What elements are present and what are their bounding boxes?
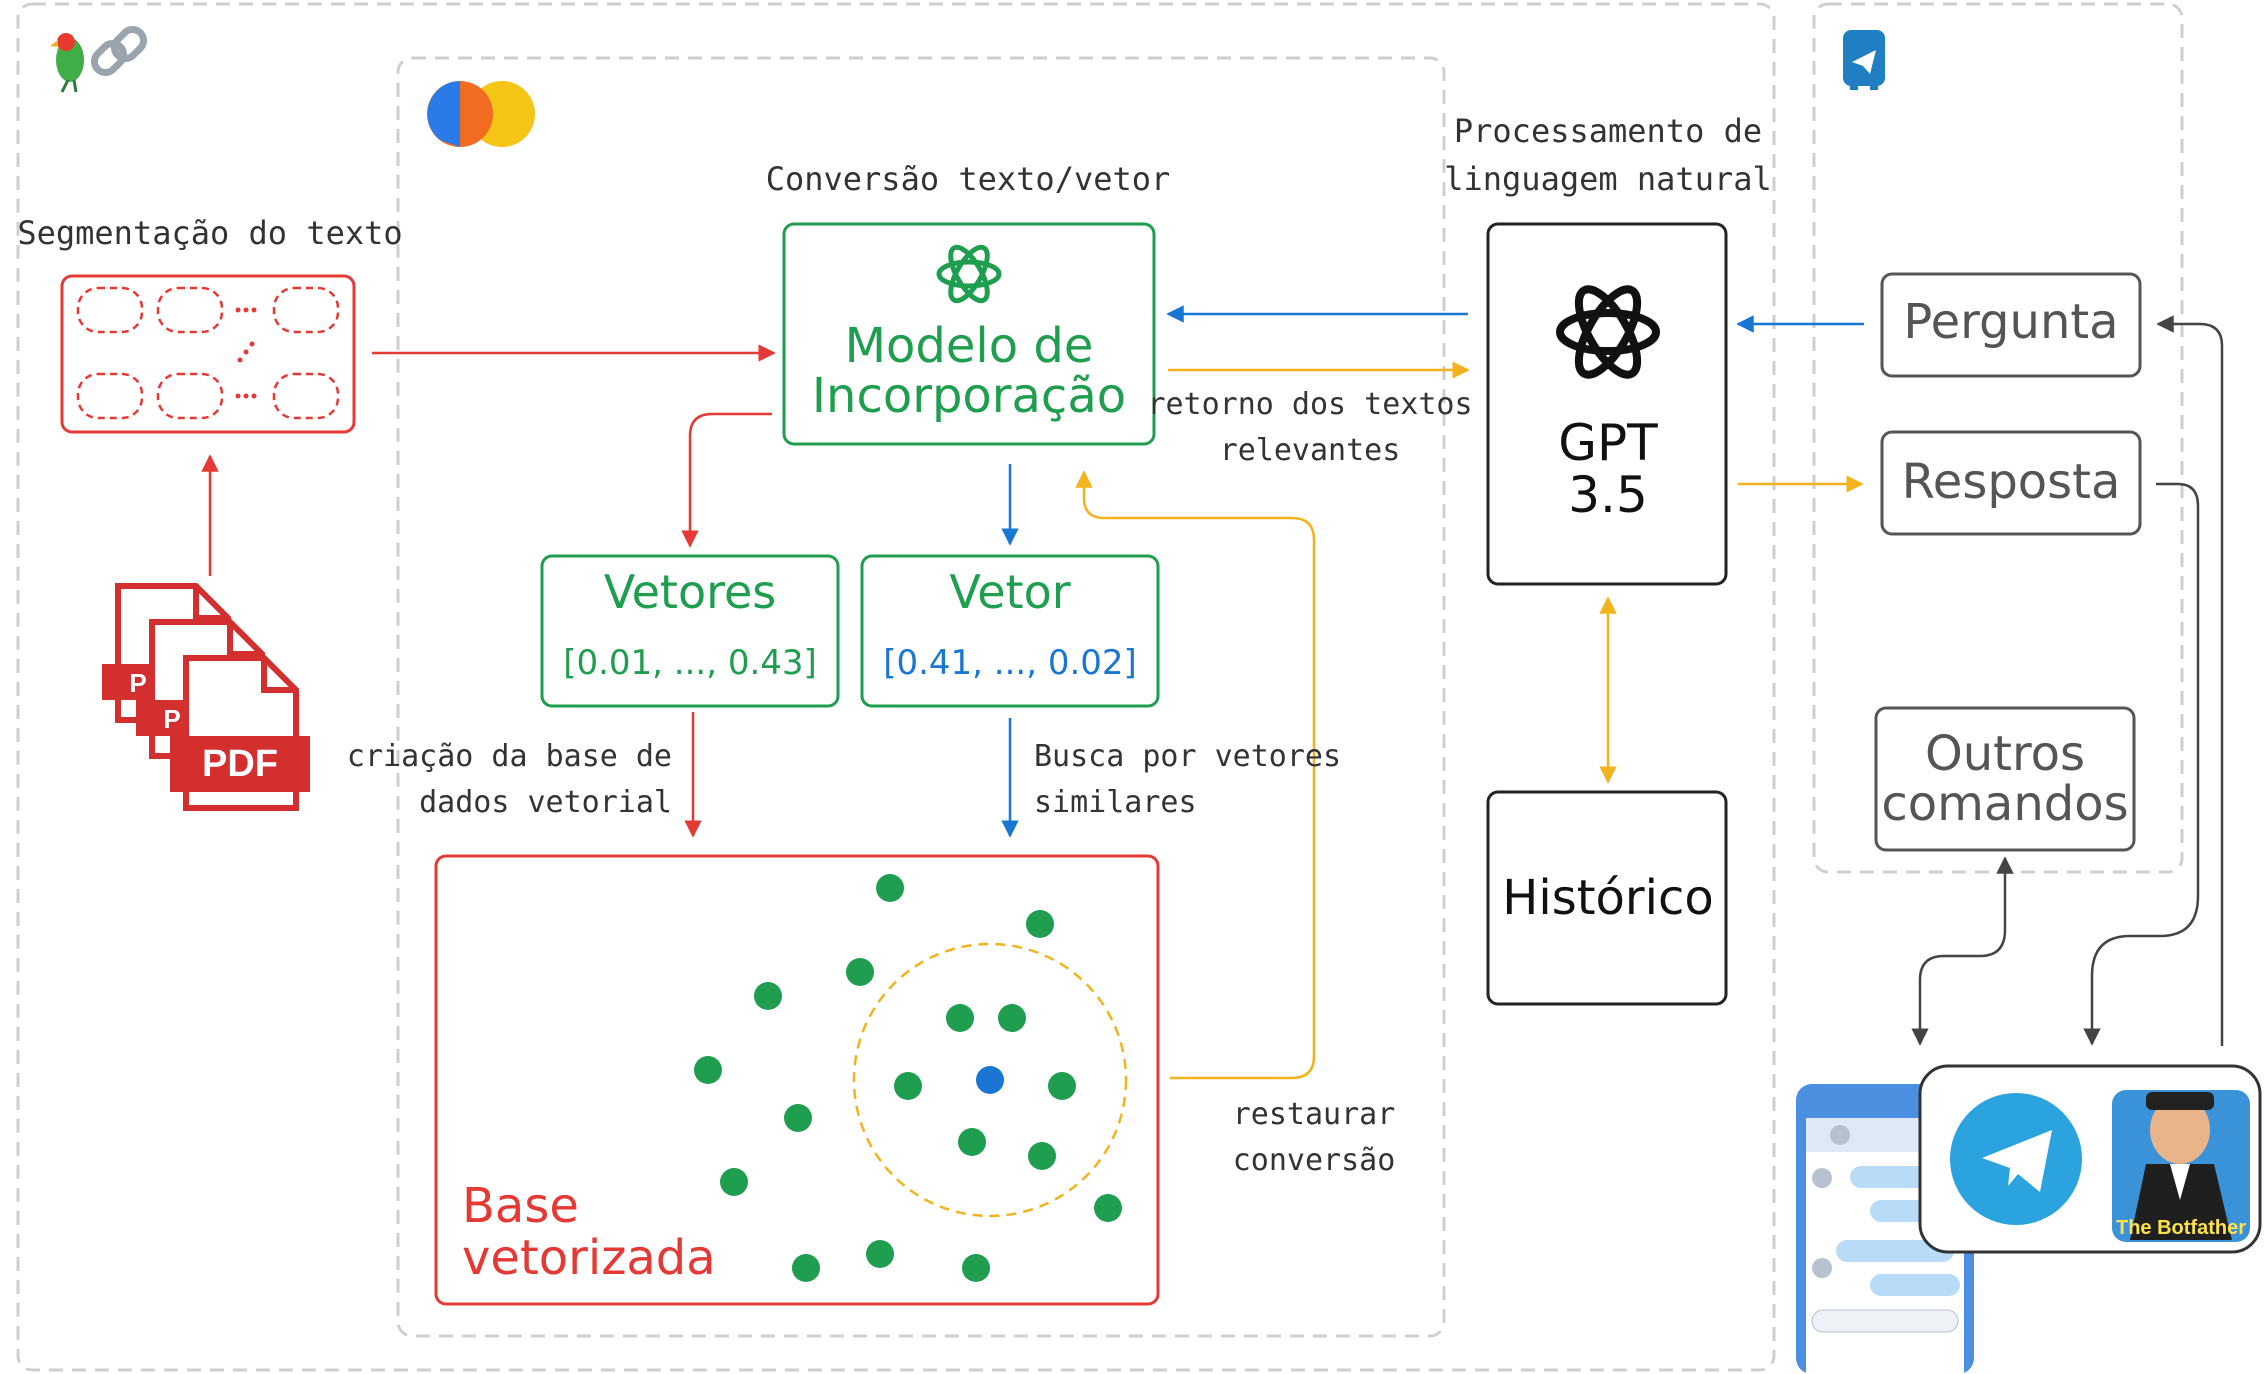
text-chunks-icon <box>76 286 340 420</box>
conversion-title: Conversão texto/vetor <box>766 160 1171 198</box>
history-box <box>1486 790 1728 1006</box>
vectors-value: [0.01, ..., 0.43] <box>563 643 817 683</box>
answer-box[interactable] <box>1880 430 2142 536</box>
svg-text:PDF: PDF <box>202 743 278 785</box>
ellipsis-dots <box>235 307 257 399</box>
svg-text:The Botfather: The Botfather <box>2116 1217 2246 1239</box>
return-texts-line1: retorno dos textos <box>1147 387 1472 422</box>
create-db-line1: criação da base de <box>347 739 672 774</box>
pdf-icon: P P PDF <box>102 583 310 811</box>
embedding-model-line2: Incorporação <box>812 368 1126 424</box>
arrow-model-to-vectors <box>681 412 772 548</box>
telegram-bot-icon <box>1843 30 1885 90</box>
question-box[interactable] <box>1880 272 2142 378</box>
history-label: Histórico <box>1502 870 1713 926</box>
arrow-other-commands-client <box>1911 856 2014 1046</box>
telegram-logo-icon[interactable] <box>1950 1093 2082 1225</box>
openai-icon <box>936 244 1002 304</box>
answer-label: Resposta <box>1902 454 2121 510</box>
segmentation-title: Segmentação do texto <box>17 214 402 252</box>
vector-points <box>694 874 1122 1282</box>
nlp-title-line2: linguagem natural <box>1444 160 1772 198</box>
vectors-title: Vetores <box>604 565 777 619</box>
parrot-link-icon <box>50 25 148 93</box>
segmentation-box <box>60 274 356 434</box>
restore-line1: restaurar <box>1233 1097 1396 1132</box>
gpt-line1: GPT <box>1558 414 1658 472</box>
search-line1: Busca por vetores <box>1034 739 1341 774</box>
colab-container <box>396 56 1446 1338</box>
gpt-line2: 3.5 <box>1568 466 1648 524</box>
openai-icon <box>1556 285 1660 379</box>
return-texts-line2: relevantes <box>1220 433 1401 468</box>
search-line2: similares <box>1034 785 1197 820</box>
create-db-line2: dados vetorial <box>419 785 672 820</box>
nlp-title-line1: Processamento de <box>1454 112 1762 150</box>
other-commands-line2: comandos <box>1881 776 2128 832</box>
vector-db-box <box>434 854 1160 1306</box>
question-label: Pergunta <box>1903 294 2118 350</box>
vector-db-line2: vetorizada <box>462 1230 716 1286</box>
vector-db-line1: Base <box>462 1178 579 1234</box>
svg-text:P: P <box>129 668 146 698</box>
other-commands-box[interactable] <box>1874 706 2136 852</box>
vector-title: Vetor <box>949 565 1070 619</box>
restore-line2: conversão <box>1233 1143 1396 1178</box>
colab-logo-icon <box>427 81 535 147</box>
vector-box <box>860 554 1160 708</box>
svg-text:P: P <box>163 704 180 734</box>
arrow-client-to-question <box>2156 315 2224 1046</box>
gpt-box <box>1486 222 1728 586</box>
botfather-icon[interactable]: The Botfather <box>2112 1090 2250 1242</box>
similarity-radius <box>852 942 1128 1218</box>
query-vector-point <box>976 1066 1004 1094</box>
vectors-box <box>540 554 840 708</box>
other-commands-line1: Outros <box>1925 726 2085 782</box>
arrow-answer-to-client <box>2083 482 2200 1046</box>
embedding-model-box <box>782 222 1156 446</box>
vector-value: [0.41, ..., 0.02] <box>883 643 1137 683</box>
arrow-db-restore-to-model <box>1075 470 1316 1080</box>
embedding-model-line1: Modelo de <box>845 318 1094 374</box>
langchain-container <box>16 2 1776 1372</box>
